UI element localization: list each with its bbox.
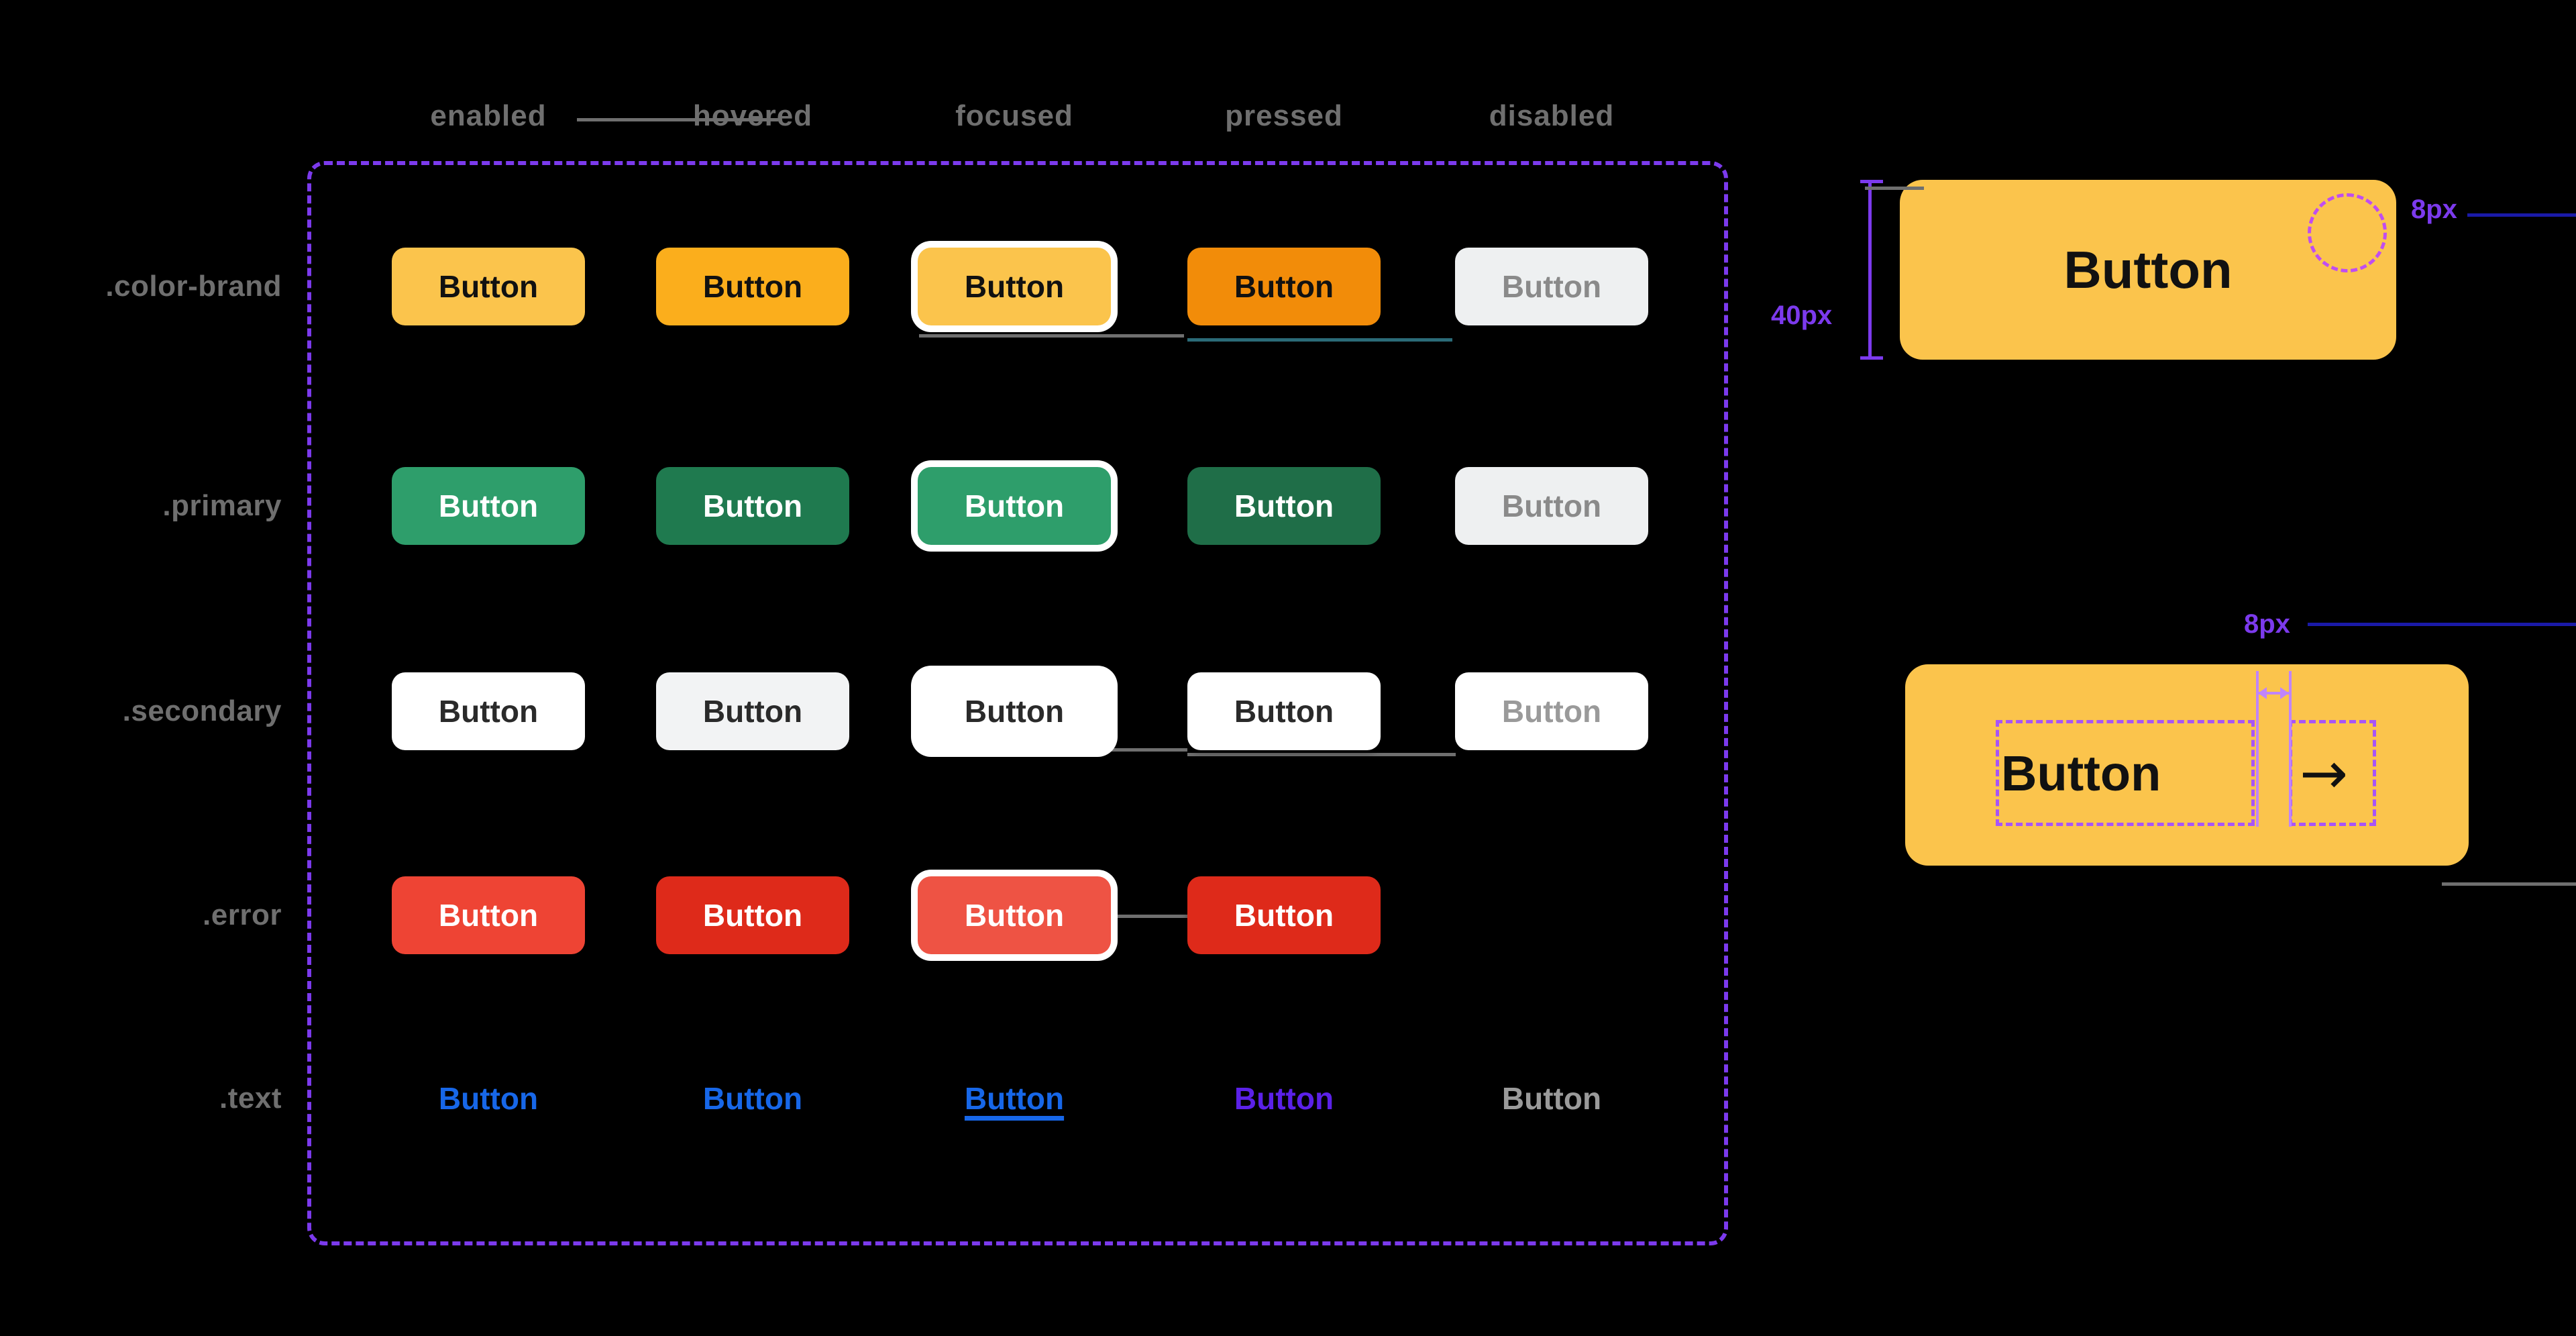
button-error-hovered[interactable]: Button xyxy=(656,876,849,954)
guide-line-focused-error xyxy=(1114,915,1201,918)
gap-leader-line xyxy=(2308,623,2576,626)
button-label: Button xyxy=(438,269,539,304)
spec-button-size-label: Button xyxy=(2063,240,2233,299)
gap-guide-left xyxy=(2256,671,2259,827)
button-label: Button xyxy=(1234,1081,1334,1116)
button-error-pressed[interactable]: Button xyxy=(1187,876,1381,954)
button-label: Button xyxy=(702,1081,803,1116)
row-label-text: .text xyxy=(219,1082,282,1115)
button-label: Button xyxy=(702,898,803,933)
button-label: Button xyxy=(1234,489,1334,523)
button-label: Button xyxy=(964,1081,1065,1116)
spec-top-tick xyxy=(1865,187,1924,190)
button-secondary-focused[interactable]: Button xyxy=(918,672,1111,750)
button-secondary-disabled: Button xyxy=(1455,672,1648,750)
button-label: Button xyxy=(438,694,539,729)
row-label-error: .error xyxy=(203,898,282,931)
button-error-enabled[interactable]: Button xyxy=(392,876,585,954)
button-label: Button xyxy=(702,694,803,729)
button-primary-enabled[interactable]: Button xyxy=(392,467,585,545)
button-brand-enabled[interactable]: Button xyxy=(392,248,585,325)
button-label: Button xyxy=(964,269,1065,304)
gap-measure-label: 8px xyxy=(2244,609,2290,639)
button-label: Button xyxy=(702,489,803,523)
button-brand-pressed[interactable]: Button xyxy=(1187,248,1381,325)
column-header-enabled: enabled xyxy=(430,99,547,132)
row-label-brand: .color-brand xyxy=(105,270,282,303)
button-primary-disabled: Button xyxy=(1455,467,1648,545)
gap-guide-right xyxy=(2289,671,2292,827)
guide-line-focused-brand xyxy=(919,334,1184,338)
height-measure-bar xyxy=(1860,180,1883,360)
button-text-enabled[interactable]: Button xyxy=(439,1080,538,1117)
button-label: Button xyxy=(438,1081,539,1116)
button-label: Button xyxy=(964,489,1065,523)
column-header-disabled: disabled xyxy=(1489,99,1615,132)
button-label: Button xyxy=(1234,269,1334,304)
button-secondary-pressed[interactable]: Button xyxy=(1187,672,1381,750)
button-text-focused[interactable]: Button xyxy=(965,1080,1064,1117)
gap-dimension-arrow xyxy=(2258,687,2289,699)
spec-button-gap-label-wrap: Button xyxy=(1996,720,2255,826)
button-label: Button xyxy=(1234,694,1334,729)
button-label: Button xyxy=(438,898,539,933)
row-label-secondary: .secondary xyxy=(122,695,282,727)
button-secondary-enabled[interactable]: Button xyxy=(392,672,585,750)
label-bounds-box xyxy=(1996,720,2255,826)
height-measure-label: 40px xyxy=(1771,301,1833,330)
button-label: Button xyxy=(438,489,539,523)
spec-button-size[interactable]: Button xyxy=(1900,180,2396,360)
button-primary-hovered[interactable]: Button xyxy=(656,467,849,545)
row-label-primary: .primary xyxy=(162,489,282,522)
button-text-pressed[interactable]: Button xyxy=(1234,1080,1334,1117)
guide-line-pressed-brand xyxy=(1187,338,1452,342)
button-primary-focused[interactable]: Button xyxy=(918,467,1111,545)
button-error-focused[interactable]: Button xyxy=(918,876,1111,954)
button-secondary-hovered[interactable]: Button xyxy=(656,672,849,750)
button-brand-focused[interactable]: Button xyxy=(918,248,1111,325)
button-label: Button xyxy=(1501,489,1602,523)
arrow-right-icon: → xyxy=(2300,740,2349,807)
button-primary-pressed[interactable]: Button xyxy=(1187,467,1381,545)
button-text-disabled: Button xyxy=(1502,1080,1601,1117)
button-label: Button xyxy=(1234,898,1334,933)
button-text-hovered[interactable]: Button xyxy=(703,1080,802,1117)
button-label: Button xyxy=(1501,694,1602,729)
button-brand-disabled: Button xyxy=(1455,248,1648,325)
button-brand-hovered[interactable]: Button xyxy=(656,248,849,325)
spec2-bottom-leader xyxy=(2442,882,2576,886)
states-matrix-container xyxy=(307,161,1728,1245)
button-label: Button xyxy=(964,694,1065,729)
column-header-focused: focused xyxy=(955,99,1073,132)
column-header-pressed: pressed xyxy=(1225,99,1343,132)
radius-leader-line xyxy=(2467,213,2576,217)
button-label: Button xyxy=(1501,269,1602,304)
button-label: Button xyxy=(964,898,1065,933)
spec-button-gap-label: Button xyxy=(2001,745,2161,801)
radius-measure-label: 8px xyxy=(2411,195,2457,224)
guide-line-pressed-secondary xyxy=(1187,753,1456,756)
guide-line-enabled-hovered xyxy=(577,118,778,121)
column-header-hovered: hovered xyxy=(692,99,813,132)
button-label: Button xyxy=(702,269,803,304)
corner-radius-marker xyxy=(2308,193,2387,272)
button-label: Button xyxy=(1501,1081,1602,1116)
